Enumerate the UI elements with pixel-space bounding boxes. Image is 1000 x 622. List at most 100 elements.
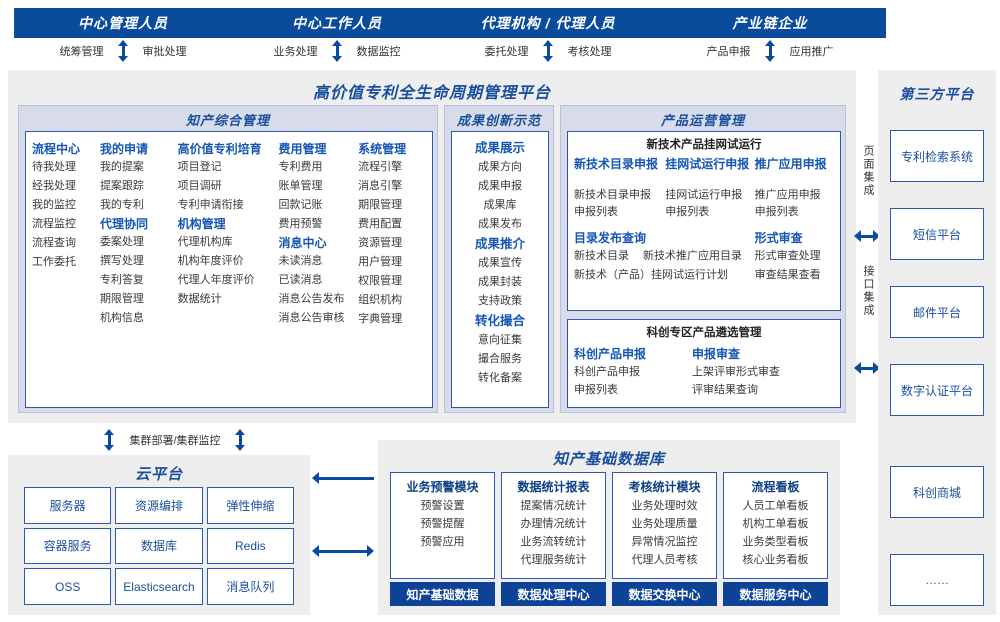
zhichan-item[interactable]: 项目登记 — [177, 161, 222, 173]
chengguo-item[interactable]: 成果发布 — [478, 218, 522, 230]
cloud-item-5[interactable]: 数据库 — [115, 527, 203, 565]
kechuang-item[interactable]: 评审结果查询 — [692, 384, 758, 396]
catalog-item[interactable]: 新技术目录 — [574, 250, 629, 262]
database-column-item[interactable]: 业务处理质量 — [631, 518, 698, 530]
newtech-item[interactable]: 申报列表 — [665, 206, 710, 218]
zhichan-item[interactable]: 专利答复 — [99, 274, 144, 286]
third-party-item-6[interactable]: …… — [890, 554, 984, 606]
cloud-item-9[interactable]: 消息队列 — [206, 568, 294, 605]
newtech-item[interactable]: 挂网试运行申报 — [665, 189, 743, 201]
zhichan-item[interactable]: 代理机构库 — [177, 236, 233, 248]
database-column-item[interactable]: 业务流转统计 — [520, 536, 587, 548]
zhichan-item[interactable]: 流程查询 — [32, 237, 76, 249]
third-party-item-2[interactable]: 短信平台 — [890, 208, 984, 260]
database-column-item[interactable]: 业务类型看板 — [742, 536, 809, 548]
role-bar-3[interactable]: 代理机构 / 代理人员 — [442, 8, 654, 38]
zhichan-item[interactable]: 消息公告发布 — [278, 293, 345, 305]
database-column-item[interactable]: 机构工单看板 — [742, 518, 809, 530]
zhichan-item[interactable]: 流程引擎 — [358, 161, 403, 173]
zhichan-item[interactable]: 消息引擎 — [358, 180, 403, 192]
zhichan-item[interactable]: 经我处理 — [32, 180, 76, 192]
zhichan-item[interactable]: 用户管理 — [358, 256, 403, 268]
database-column-item[interactable]: 预警提醒 — [420, 518, 465, 530]
chengguo-item[interactable]: 撮合服务 — [478, 353, 522, 365]
zhichan-item[interactable]: 权限管理 — [358, 275, 403, 287]
database-center-button-3[interactable]: 数据交换中心 — [612, 582, 717, 606]
database-column-item[interactable]: 核心业务看板 — [742, 554, 809, 566]
zhichan-item[interactable]: 提案跟踪 — [99, 180, 144, 192]
zhichan-item[interactable]: 专利申请衔接 — [177, 199, 244, 211]
cloud-item-2[interactable]: 资源编排 — [115, 487, 203, 524]
kechuang-item[interactable]: 申报列表 — [574, 384, 618, 396]
catalog-item[interactable]: 新技术（产品）挂网试运行计划 — [574, 269, 728, 281]
cloud-item-1[interactable]: 服务器 — [24, 487, 112, 524]
zhichan-item[interactable]: 委案处理 — [99, 236, 144, 248]
chengguo-item[interactable]: 成果库 — [483, 199, 517, 211]
chengguo-item[interactable]: 意向征集 — [478, 334, 522, 346]
third-party-item-5[interactable]: 科创商城 — [890, 466, 984, 518]
formal-review-item[interactable]: 形式审查处理 — [754, 250, 821, 262]
zhichan-item[interactable]: 我的提案 — [99, 161, 144, 173]
database-column-item[interactable]: 代理服务统计 — [520, 554, 587, 566]
zhichan-item[interactable]: 组织机构 — [358, 294, 403, 306]
zhichan-item[interactable]: 工作委托 — [32, 256, 76, 268]
database-center-button-4[interactable]: 数据服务中心 — [723, 582, 828, 606]
zhichan-item[interactable]: 账单管理 — [278, 180, 323, 192]
third-party-item-4[interactable]: 数字认证平台 — [890, 364, 984, 416]
zhichan-item[interactable]: 字典管理 — [358, 313, 403, 325]
newtech-item[interactable]: 申报列表 — [754, 206, 799, 218]
zhichan-item[interactable]: 代理人年度评价 — [177, 274, 255, 286]
database-column-item[interactable]: 业务处理时效 — [631, 500, 698, 512]
zhichan-item[interactable]: 我的专利 — [99, 199, 144, 211]
zhichan-item[interactable]: 回款记账 — [278, 199, 323, 211]
zhichan-item[interactable]: 费用配置 — [358, 218, 403, 230]
role-bar-2[interactable]: 中心工作人员 — [232, 8, 442, 38]
zhichan-item[interactable]: 我的监控 — [32, 199, 76, 211]
database-column-item[interactable]: 异常情况监控 — [631, 536, 698, 548]
role-bar-4[interactable]: 产业链企业 — [654, 8, 886, 38]
database-column-item[interactable]: 预警设置 — [420, 500, 465, 512]
zhichan-item[interactable]: 消息公告审核 — [278, 312, 345, 324]
zhichan-item[interactable]: 待我处理 — [32, 161, 76, 173]
third-party-item-1[interactable]: 专利检索系统 — [890, 130, 984, 182]
kechuang-item[interactable]: 科创产品申报 — [574, 366, 640, 378]
role-bar-1[interactable]: 中心管理人员 — [14, 8, 232, 38]
formal-review-item[interactable]: 审查结果查看 — [754, 269, 821, 281]
database-column-item[interactable]: 办理情况统计 — [520, 518, 587, 530]
chengguo-item[interactable]: 成果申报 — [478, 180, 522, 192]
newtech-item[interactable]: 推广应用申报 — [754, 189, 821, 201]
chengguo-item[interactable]: 转化备案 — [478, 372, 522, 384]
zhichan-item[interactable]: 机构年度评价 — [177, 255, 244, 267]
catalog-item[interactable]: 新技术推广应用目录 — [643, 250, 742, 262]
database-column-item[interactable]: 预警应用 — [420, 536, 465, 548]
cloud-item-3[interactable]: 弹性伸缩 — [206, 487, 294, 524]
chengguo-item[interactable]: 成果封装 — [478, 276, 522, 288]
cloud-item-7[interactable]: OSS — [24, 568, 112, 605]
zhichan-item[interactable]: 费用预警 — [278, 218, 323, 230]
cloud-item-4[interactable]: 容器服务 — [24, 527, 112, 565]
zhichan-item[interactable]: 期限管理 — [99, 293, 144, 305]
database-column-item[interactable]: 提案情况统计 — [520, 500, 587, 512]
third-party-item-3[interactable]: 邮件平台 — [890, 286, 984, 338]
zhichan-item[interactable]: 流程监控 — [32, 218, 76, 230]
zhichan-item[interactable]: 专利费用 — [278, 161, 323, 173]
chengguo-item[interactable]: 支持政策 — [478, 295, 522, 307]
database-column-item[interactable]: 代理人员考核 — [631, 554, 698, 566]
chengguo-item[interactable]: 成果方向 — [478, 161, 522, 173]
zhichan-item[interactable]: 已读消息 — [278, 274, 323, 286]
zhichan-item[interactable]: 机构信息 — [99, 312, 144, 324]
database-center-button-2[interactable]: 数据处理中心 — [501, 582, 606, 606]
cloud-item-6[interactable]: Redis — [206, 527, 294, 565]
database-column-item[interactable]: 人员工单看板 — [742, 500, 809, 512]
database-center-button-1[interactable]: 知产基础数据 — [390, 582, 495, 606]
zhichan-item[interactable]: 撰写处理 — [99, 255, 144, 267]
cloud-item-8[interactable]: Elasticsearch — [115, 568, 203, 605]
zhichan-item[interactable]: 期限管理 — [358, 199, 403, 211]
newtech-item[interactable]: 申报列表 — [574, 206, 618, 218]
newtech-item[interactable]: 新技术目录申报 — [574, 189, 651, 201]
zhichan-item[interactable]: 项目调研 — [177, 180, 222, 192]
chengguo-item[interactable]: 成果宣传 — [478, 257, 522, 269]
kechuang-item[interactable]: 上架评审形式审查 — [692, 366, 780, 378]
zhichan-item[interactable]: 未读消息 — [278, 255, 323, 267]
zhichan-item[interactable]: 数据统计 — [177, 293, 222, 305]
